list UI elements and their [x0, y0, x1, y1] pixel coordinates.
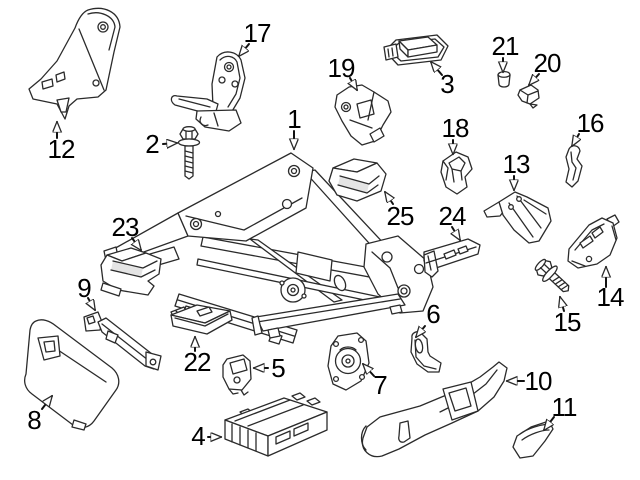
- part-label-2[interactable]: 2: [145, 129, 160, 159]
- part-3-drawing: [383, 34, 449, 66]
- part-12-drawing: [28, 7, 121, 120]
- callout-arrows: [41, 43, 606, 437]
- part-label-6[interactable]: 6: [426, 299, 441, 329]
- part-19-drawing: [334, 84, 392, 146]
- part-5-drawing: [222, 354, 252, 396]
- part-7-arrow: [362, 364, 375, 377]
- part-3-arrow: [430, 62, 443, 76]
- part-15-drawing: [534, 258, 570, 293]
- part-label-8[interactable]: 8: [27, 405, 42, 435]
- part-label-10[interactable]: 10: [524, 366, 553, 396]
- part-16-drawing: [565, 145, 583, 188]
- part-9-arrow: [88, 297, 96, 310]
- part-21-drawing: [497, 70, 511, 88]
- part-25-drawing: [328, 158, 387, 202]
- part-label-9[interactable]: 9: [77, 273, 92, 303]
- part-label-20[interactable]: 20: [533, 48, 562, 78]
- part-24-drawing: [423, 238, 481, 278]
- part-label-15[interactable]: 15: [553, 307, 582, 337]
- part-23-arrow: [132, 237, 142, 250]
- part-15-arrow: [560, 297, 564, 312]
- part-24-arrow: [452, 226, 461, 240]
- part-18-drawing: [440, 151, 473, 195]
- part-7-drawing: [327, 332, 370, 391]
- part-20-drawing: [517, 84, 540, 109]
- part-label-23[interactable]: 23: [111, 212, 140, 242]
- part-label-21[interactable]: 21: [491, 31, 520, 61]
- part-label-3[interactable]: 3: [440, 69, 455, 99]
- part-label-19[interactable]: 19: [327, 53, 356, 83]
- part-20-arrow: [528, 73, 540, 85]
- part-label-7[interactable]: 7: [373, 370, 388, 400]
- part-label-25[interactable]: 25: [386, 201, 415, 231]
- part-label-17[interactable]: 17: [243, 18, 272, 48]
- part-9-drawing: [83, 311, 162, 371]
- part-11-arrow: [543, 416, 555, 430]
- part-14-drawing: [567, 214, 620, 269]
- part-2-drawing: [177, 126, 201, 180]
- part-17-arrow: [238, 43, 250, 56]
- part-label-13[interactable]: 13: [502, 149, 531, 179]
- part-label-14[interactable]: 14: [596, 282, 625, 312]
- part-13-drawing: [483, 191, 552, 244]
- part-16-arrow: [571, 133, 579, 146]
- part-2-arrow: [162, 143, 177, 144]
- part-label-24[interactable]: 24: [438, 201, 467, 231]
- part-22-drawing: [170, 304, 233, 335]
- part-17-drawing: [170, 51, 246, 132]
- part-10-drawing: [360, 361, 508, 458]
- part-label-4[interactable]: 4: [191, 421, 206, 451]
- part-8-arrow: [41, 396, 53, 410]
- part-label-16[interactable]: 16: [576, 108, 605, 138]
- part-6-arrow: [415, 325, 425, 337]
- part-label-22[interactable]: 22: [183, 347, 212, 377]
- part-25-arrow: [384, 192, 393, 205]
- part-4-drawing: [224, 392, 328, 457]
- part-label-18[interactable]: 18: [441, 113, 470, 143]
- part-label-5[interactable]: 5: [271, 353, 286, 383]
- part-19-arrow: [350, 77, 358, 90]
- part-label-1[interactable]: 1: [287, 104, 302, 134]
- part-label-12[interactable]: 12: [47, 134, 76, 164]
- part-23-drawing: [100, 247, 162, 297]
- part-label-11[interactable]: 11: [551, 392, 578, 422]
